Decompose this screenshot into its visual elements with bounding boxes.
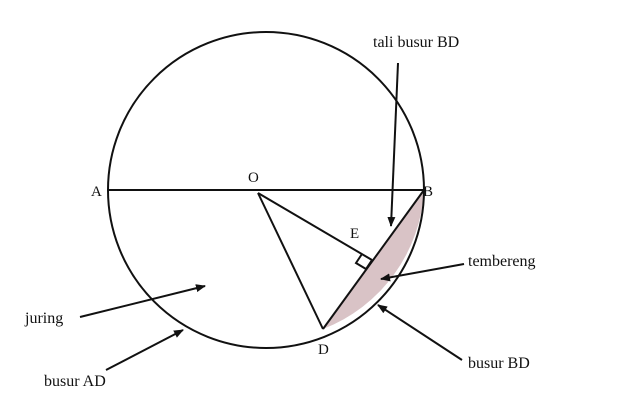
- arrow-arc-bd: [377, 304, 463, 361]
- arrow-chord-bd: [387, 62, 399, 227]
- right-angle-marker: [354, 253, 373, 271]
- label-segment: tembereng: [468, 253, 536, 270]
- point-label-o: O: [248, 170, 259, 186]
- point-label-d: D: [318, 342, 329, 358]
- label-arc-bd: busur BD: [468, 355, 530, 372]
- point-label-e: E: [350, 226, 359, 242]
- arrow-sector: [79, 284, 206, 318]
- label-chord-bd: tali busur BD: [373, 34, 459, 51]
- arrow-segment: [380, 263, 465, 282]
- arrow-arc-ad: [105, 329, 184, 371]
- radius-od: [257, 192, 324, 330]
- label-sector: juring: [24, 310, 63, 327]
- point-label-a: A: [91, 184, 102, 200]
- point-label-b: B: [423, 184, 433, 200]
- line-oe: [257, 192, 373, 261]
- label-arc-ad: busur AD: [44, 373, 106, 390]
- chord-bd: [322, 189, 425, 330]
